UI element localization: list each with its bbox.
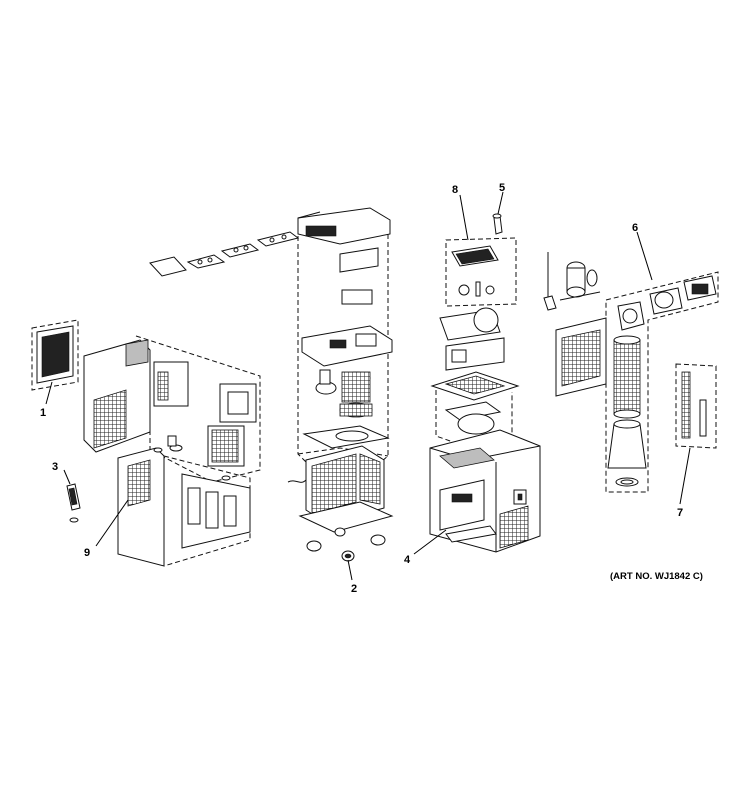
callout-8: 8 [452,184,458,196]
callout-2: 2 [351,583,357,595]
upper-housing-outline [135,335,261,483]
callout-1: 1 [40,407,46,419]
callout-4: 4 [404,554,411,566]
center-assembly [287,207,394,562]
callout-6: 6 [632,222,638,234]
filter-panel-part [31,319,79,391]
exhaust-hose-kit [605,271,719,493]
callout-7: 7 [677,507,683,519]
screw-part [492,213,503,235]
art-number-label: (ART NO. WJ1842 C) [610,571,703,582]
remote-control-part [66,483,81,523]
callout-3: 3 [52,461,58,473]
rear-cabinet-part [429,429,541,553]
filter-screen-kit [445,237,517,307]
blower-housing [430,307,520,449]
leader-lines [45,191,691,581]
front-panel-part [117,447,251,567]
callout-9: 9 [84,547,90,559]
window-kit-part [675,363,717,449]
clip-parts [149,231,300,277]
callout-5: 5 [499,182,505,194]
caster-wheels [306,527,386,562]
compressor-part [543,252,601,311]
rear-grille-panel [555,317,607,397]
side-panel-part [83,339,151,453]
